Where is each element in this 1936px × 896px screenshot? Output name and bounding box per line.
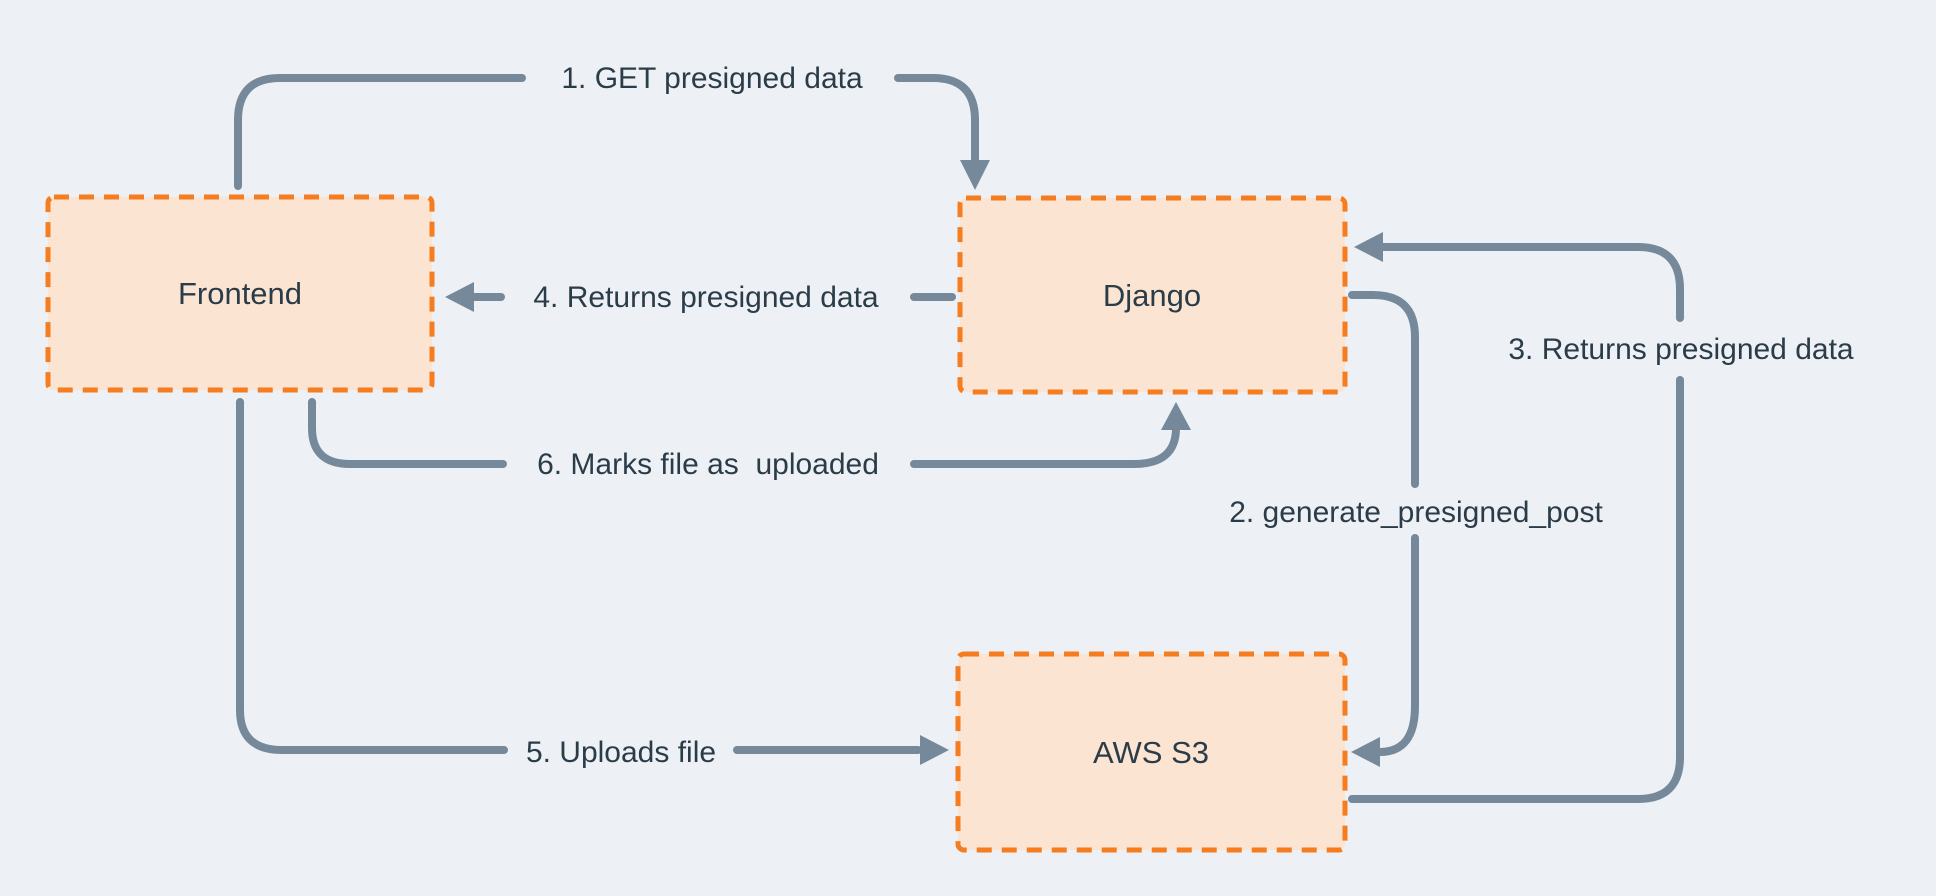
arrow-step2: 2. generate_presigned_post — [1229, 291, 1603, 767]
node-aws-s3-box — [955, 651, 1348, 853]
arrowhead-down-icon — [960, 160, 990, 190]
arrow-step1-label: 1. GET presigned data — [561, 62, 863, 95]
arrowhead-left-icon — [1354, 232, 1383, 262]
node-frontend-label: Frontend — [178, 276, 302, 311]
arrow-step2-line-top — [1348, 291, 1419, 488]
arrow-step1: 1. GET presigned data — [234, 62, 990, 190]
arrow-step6: 6. Marks file as uploaded — [308, 398, 1191, 481]
arrowhead-left-icon — [445, 282, 474, 312]
arrow-step2-label: 2. generate_presigned_post — [1229, 496, 1603, 529]
arrow-step6-line-left — [308, 398, 507, 468]
arrow-step1-line-left — [234, 74, 526, 190]
node-aws-s3: AWS S3 — [955, 651, 1348, 853]
node-aws-s3-label: AWS S3 — [1093, 735, 1209, 770]
arrow-step5: 5. Uploads file — [236, 398, 949, 769]
arrow-step5-line-left — [236, 398, 508, 754]
arrow-step5-label: 5. Uploads file — [526, 736, 716, 769]
arrow-step6-line-right — [910, 424, 1180, 468]
node-django-label: Django — [1103, 278, 1201, 313]
arrow-step3: 3. Returns presigned data — [1348, 232, 1854, 803]
node-django-box — [957, 195, 1348, 395]
arrow-step1-line-right — [894, 74, 979, 164]
node-django: Django — [957, 195, 1348, 395]
arrow-step3-line-bottom — [1348, 376, 1684, 803]
arrow-step4: 4. Returns presigned data — [445, 281, 956, 314]
arrowhead-left-icon — [1351, 737, 1380, 767]
node-frontend: Frontend — [45, 194, 435, 393]
arrow-step4-label: 4. Returns presigned data — [533, 281, 879, 314]
node-frontend-box — [45, 194, 435, 393]
arrow-step2-line-bottom — [1376, 534, 1419, 756]
arrowhead-right-icon — [920, 735, 949, 765]
arrow-step3-label: 3. Returns presigned data — [1508, 333, 1854, 366]
arrowhead-up-icon — [1161, 402, 1191, 430]
arrow-step3-line-top — [1379, 243, 1684, 322]
arrow-step6-label: 6. Marks file as uploaded — [537, 448, 879, 481]
